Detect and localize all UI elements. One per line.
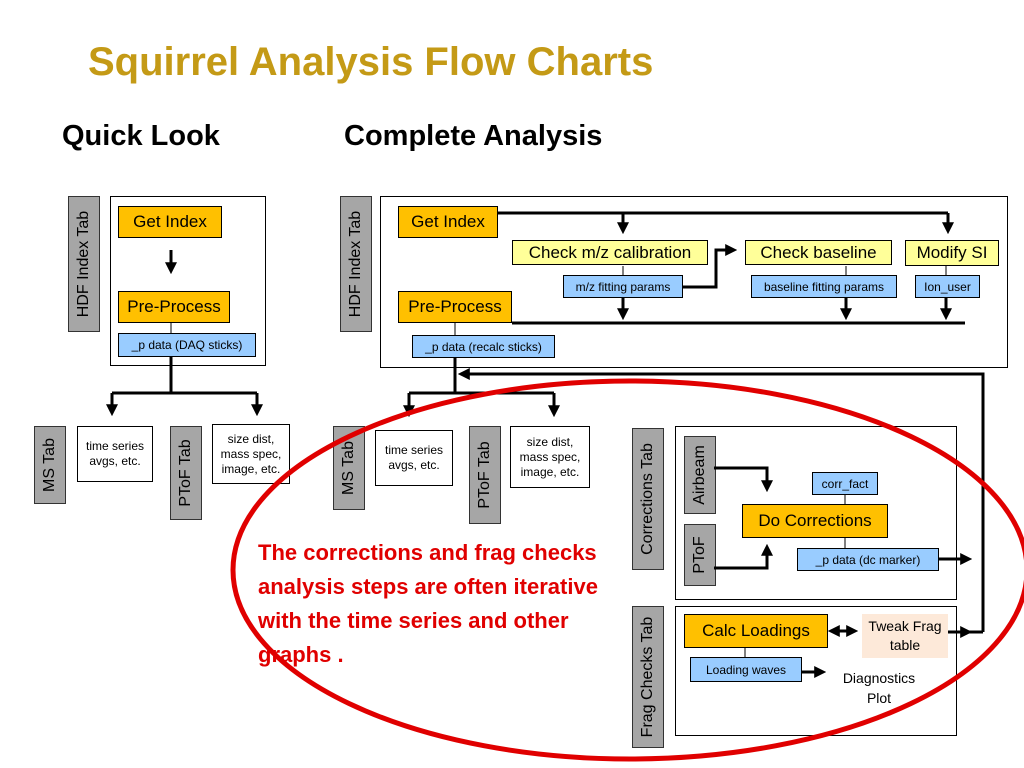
complete-analysis-heading: Complete Analysis [344,120,603,152]
calc-loadings-button[interactable]: Calc Loadings [684,614,828,648]
highlight-ellipse [230,378,1024,762]
mz-fitting-params: m/z fitting params [563,275,683,298]
arrow-mz-to-baseline [683,244,738,289]
modify-si[interactable]: Modify SI [905,240,999,266]
get-index-complete[interactable]: Get Index [398,206,498,238]
get-index-quick[interactable]: Get Index [118,206,222,238]
airbeam-tab[interactable]: Airbeam [684,436,716,514]
p-data-recalc-sticks: _p data (recalc sticks) [412,335,555,358]
ms-tab-quick[interactable]: MS Tab [34,426,66,504]
loading-waves: Loading waves [690,657,802,682]
hdf-index-tab-quick[interactable]: HDF Index Tab [68,196,100,332]
corrections-tab[interactable]: Corrections Tab [632,428,664,570]
diagnostics-plot-label: Diagnostics Plot [842,670,916,706]
page-title: Squirrel Analysis Flow Charts [88,40,654,84]
ptof-tab-quick[interactable]: PToF Tab [170,426,202,520]
pre-process-complete[interactable]: Pre-Process [398,291,512,323]
size-dist-complete: size dist, mass spec, image, etc. [510,426,590,488]
frag-checks-tab[interactable]: Frag Checks Tab [632,606,664,748]
p-data-daq-sticks: _p data (DAQ sticks) [118,333,256,357]
tweak-frag-table[interactable]: Tweak Frag table [862,614,948,658]
time-series-complete: time series avgs, etc. [375,430,453,486]
ion-user: Ion_user [915,275,980,298]
p-data-dc-marker: _p data (dc marker) [797,548,939,571]
ptof-tab-corrections[interactable]: PToF [684,524,716,586]
time-series-quick: time series avgs, etc. [77,426,153,482]
size-dist-quick: size dist, mass spec, image, etc. [212,424,290,484]
do-corrections-button[interactable]: Do Corrections [742,504,888,538]
check-mz-calibration[interactable]: Check m/z calibration [512,240,708,265]
iterative-note: The corrections and frag checks analysis… [258,540,598,667]
quick-look-heading: Quick Look [62,120,220,152]
check-baseline[interactable]: Check baseline [745,240,892,265]
baseline-fitting-params: baseline fitting params [751,275,897,298]
pre-process-quick[interactable]: Pre-Process [118,291,230,323]
corr-fact: corr_fact [812,472,878,495]
feedback-arrow [457,368,985,632]
ptof-tab-complete[interactable]: PToF Tab [469,426,501,524]
hdf-index-tab-complete[interactable]: HDF Index Tab [340,196,372,332]
